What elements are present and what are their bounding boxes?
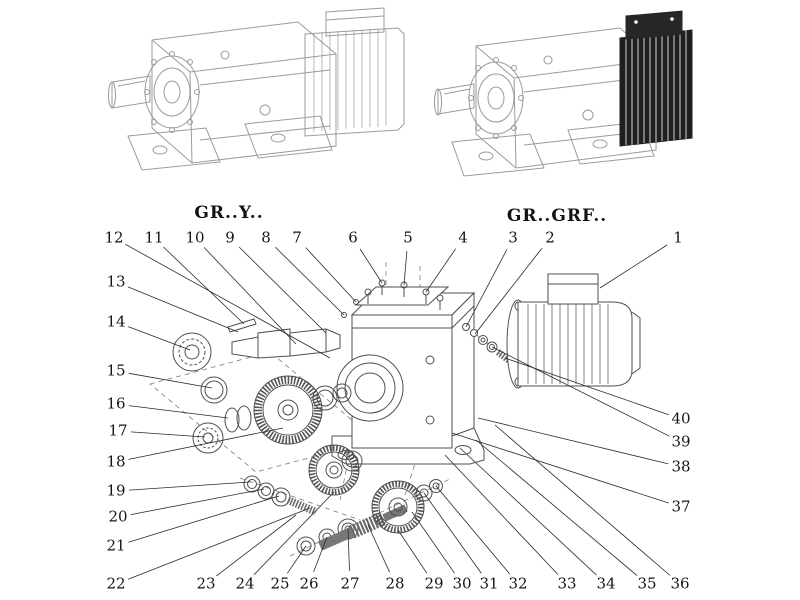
part-number-label: 12 [104,228,124,247]
leader-line [347,528,350,572]
leader-line [128,326,191,351]
part-number-label: 11 [144,228,164,247]
leader-line [128,495,280,543]
part-number-label: 30 [452,574,472,593]
part-number-label: 22 [106,574,126,593]
part-number-label: 10 [185,228,205,247]
leader-line [359,248,383,284]
part-number-label: 4 [458,228,468,247]
part-number-label: 3 [508,228,518,247]
leader-line [128,427,284,460]
part-number-label: 6 [348,228,358,247]
leader-line [253,491,335,575]
leader-line [238,246,327,334]
leader-line [477,417,669,465]
part-number-label: 38 [671,457,691,476]
part-number-label: 7 [292,228,302,247]
leader-line [216,514,297,577]
leader-line [465,249,508,328]
intermediate-gear-assembly [243,444,363,516]
leader-line [411,511,455,574]
leader-line [128,481,251,491]
part-number-label: 27 [340,574,360,593]
leader-line [444,454,559,575]
part-number-label: 19 [106,481,126,500]
part-number-label: 36 [670,574,690,593]
part-number-label: 34 [596,574,616,593]
leader-line [125,243,331,359]
part-number-label: 2 [545,228,555,247]
leader-line [275,246,345,316]
leader-line [286,545,307,574]
leader-line [504,357,669,416]
part-number-label: 21 [106,536,126,555]
leader-line [491,346,670,437]
leader-line [203,247,297,345]
leader-line [367,524,390,573]
part-number-label: 26 [299,574,319,593]
leader-line [451,432,669,504]
leader-line [128,405,229,419]
part-number-label: 9 [225,228,235,247]
leader-line [459,447,597,576]
top-cover-and-bolts [341,279,450,318]
leader-line [474,247,543,335]
variant-label-gry: GR..Y.. [194,203,264,223]
part-number-label: 35 [637,574,657,593]
leader-line [130,431,206,438]
leader-line [425,248,457,293]
part-number-label: 40 [671,409,691,428]
part-number-label: 1 [673,228,683,247]
leader-line [130,488,265,515]
leader-line [403,250,408,286]
leader-line [127,286,239,333]
part-number-label: 25 [270,574,290,593]
part-number-label: 37 [671,497,691,516]
part-number-label: 18 [106,452,126,471]
part-number-label: 5 [403,228,413,247]
part-number-label: 33 [557,574,577,593]
part-number-label: 14 [106,312,126,331]
leader-line [599,244,668,289]
part-number-label: 28 [385,574,405,593]
leader-line [397,529,428,574]
part-number-label: 24 [235,574,255,593]
exploded-view [149,262,641,557]
part-number-label: 39 [671,432,691,451]
leader-line [128,372,213,389]
leader-line [494,424,671,576]
gearmotor-gry-drawing [108,7,405,171]
part-number-label: 29 [424,574,444,593]
leader-line [475,439,638,576]
part-number-label: 31 [479,574,499,593]
variant-label-grgrf: GR..GRF.. [506,206,608,226]
part-number-label: 15 [106,361,126,380]
part-number-label: 8 [261,228,271,247]
output-shaft-assembly [172,318,352,454]
leader-line [163,246,245,325]
part-number-label: 20 [108,507,128,526]
leader-line [313,536,328,573]
leader-line [435,485,511,575]
leader-line [305,247,357,303]
input-shaft-assembly [296,479,443,556]
leader-line [423,492,482,574]
part-number-label: 32 [508,574,528,593]
leader-line [127,507,311,580]
part-number-label: 23 [196,574,216,593]
part-number-label: 16 [106,394,126,413]
gearmotor-grgrf-drawing [434,10,693,177]
gearbox-housing [331,291,485,465]
part-number-label: 17 [108,421,128,440]
part-number-label: 13 [106,272,126,291]
